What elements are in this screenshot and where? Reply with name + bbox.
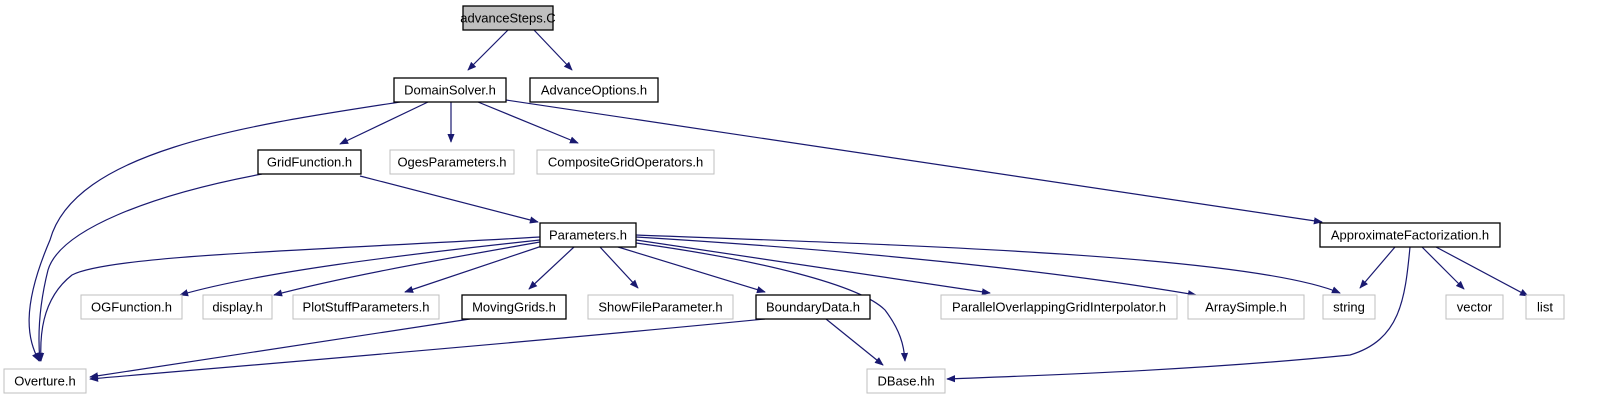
- node-CompositeGridOperators: CompositeGridOperators.h: [536, 149, 715, 175]
- node-box-OgesParameters: [389, 149, 515, 175]
- edge-ApproximateFactorization-to-string: [1359, 246, 1396, 289]
- edge-Parameters-to-string: [635, 234, 1341, 294]
- node-label-list: list: [1537, 300, 1553, 315]
- edge-Parameters-to-Overture: [37, 236, 541, 362]
- node-box-GridFunction: [257, 149, 362, 175]
- node-box-vector: [1445, 294, 1504, 320]
- node-label-ShowFileParameter: ShowFileParameter.h: [598, 300, 722, 315]
- node-OGFunction: OGFunction.h: [80, 294, 183, 320]
- edge-Parameters-to-display: [273, 241, 541, 297]
- node-label-AdvanceOptions: AdvanceOptions.h: [541, 83, 647, 98]
- node-box-PlotStuffParameters: [292, 294, 440, 320]
- node-label-CompositeGridOperators: CompositeGridOperators.h: [548, 155, 703, 170]
- edges-layer: [28, 29, 1529, 383]
- node-label-vector: vector: [1457, 300, 1493, 315]
- edge-DomainSolver-to-ApproximateFactorization: [505, 99, 1323, 225]
- edge-ApproximateFactorization-to-DBase: [946, 246, 1411, 383]
- node-DBase: DBase.hh: [866, 368, 946, 394]
- node-box-Parameters: [539, 222, 637, 248]
- node-label-OgesParameters: OgesParameters.h: [397, 155, 506, 170]
- node-DomainSolver[interactable]: DomainSolver.h: [393, 77, 507, 103]
- node-ArraySimple: ArraySimple.h: [1187, 294, 1305, 320]
- node-PlotStuffParameters: PlotStuffParameters.h: [292, 294, 440, 320]
- edge-DomainSolver-to-CompositeGridOperators: [477, 101, 579, 144]
- node-box-MovingGrids: [461, 294, 567, 320]
- node-ParallelOverlapping: ParallelOverlappingGridInterpolator.h: [940, 294, 1178, 320]
- edge-Parameters-to-ShowFileParameter: [599, 246, 639, 289]
- node-label-advanceSteps: advanceSteps.C: [460, 11, 555, 26]
- edge-ApproximateFactorization-to-list: [1435, 246, 1529, 297]
- node-label-PlotStuffParameters: PlotStuffParameters.h: [303, 300, 430, 315]
- node-list: list: [1525, 294, 1565, 320]
- node-box-list: [1525, 294, 1565, 320]
- node-label-GridFunction: GridFunction.h: [267, 155, 352, 170]
- node-ShowFileParameter: ShowFileParameter.h: [587, 294, 734, 320]
- edge-advanceSteps-to-DomainSolver: [467, 29, 509, 71]
- node-GridFunction[interactable]: GridFunction.h: [257, 149, 362, 175]
- node-label-OGFunction: OGFunction.h: [91, 300, 172, 315]
- node-display: display.h: [202, 294, 273, 320]
- node-ApproximateFactorization[interactable]: ApproximateFactorization.h: [1319, 222, 1501, 248]
- node-OgesParameters: OgesParameters.h: [389, 149, 515, 175]
- edge-GridFunction-to-Overture: [35, 173, 263, 362]
- node-box-BoundaryData: [755, 294, 871, 320]
- node-box-advanceSteps: [462, 5, 554, 31]
- edge-Parameters-to-BoundaryData: [617, 246, 766, 294]
- node-box-ParallelOverlapping: [940, 294, 1178, 320]
- node-box-ApproximateFactorization: [1319, 222, 1501, 248]
- edge-ApproximateFactorization-to-vector: [1421, 246, 1465, 290]
- node-box-DomainSolver: [393, 77, 507, 103]
- edge-DomainSolver-to-GridFunction: [339, 101, 429, 145]
- node-BoundaryData[interactable]: BoundaryData.h: [755, 294, 871, 320]
- edge-Parameters-to-ParallelOverlapping: [635, 239, 991, 296]
- node-label-display: display.h: [212, 300, 262, 315]
- edge-MovingGrids-to-Overture: [89, 318, 471, 380]
- node-MovingGrids[interactable]: MovingGrids.h: [461, 294, 567, 320]
- node-Overture: Overture.h: [3, 368, 87, 394]
- node-box-string: [1322, 294, 1376, 320]
- node-box-Overture: [3, 368, 87, 394]
- node-box-DBase: [866, 368, 946, 394]
- node-label-string: string: [1333, 300, 1365, 315]
- edge-advanceSteps-to-AdvanceOptions: [533, 29, 573, 71]
- node-Parameters[interactable]: Parameters.h: [539, 222, 637, 248]
- node-box-display: [202, 294, 273, 320]
- edge-BoundaryData-to-DBase: [825, 318, 884, 366]
- node-box-OGFunction: [80, 294, 183, 320]
- node-label-BoundaryData: BoundaryData.h: [766, 300, 860, 315]
- node-label-ArraySimple: ArraySimple.h: [1205, 300, 1287, 315]
- edge-DomainSolver-to-Overture: [28, 101, 401, 362]
- edge-Parameters-to-ArraySimple: [635, 236, 1197, 298]
- node-vector: vector: [1445, 294, 1504, 320]
- node-label-Parameters: Parameters.h: [549, 228, 627, 243]
- edge-BoundaryData-to-Overture: [89, 318, 766, 382]
- nodes-layer: advanceSteps.C DomainSolver.h AdvanceOptio…: [3, 5, 1565, 394]
- edge-GridFunction-to-Parameters: [359, 175, 539, 224]
- node-box-CompositeGridOperators: [536, 149, 715, 175]
- node-box-AdvanceOptions: [529, 77, 659, 103]
- node-label-DomainSolver: DomainSolver.h: [404, 83, 496, 98]
- node-string: string: [1322, 294, 1376, 320]
- node-label-ParallelOverlapping: ParallelOverlappingGridInterpolator.h: [952, 300, 1166, 315]
- node-box-ShowFileParameter: [587, 294, 734, 320]
- edge-Parameters-to-MovingGrids: [528, 246, 575, 290]
- node-box-ArraySimple: [1187, 294, 1305, 320]
- node-advanceSteps[interactable]: advanceSteps.C: [460, 5, 556, 31]
- node-label-DBase: DBase.hh: [877, 374, 934, 389]
- node-label-MovingGrids: MovingGrids.h: [472, 300, 556, 315]
- node-AdvanceOptions[interactable]: AdvanceOptions.h: [529, 77, 659, 103]
- node-label-ApproximateFactorization: ApproximateFactorization.h: [1331, 228, 1489, 243]
- edge-Parameters-to-PlotStuffParameters: [404, 244, 546, 293]
- edge-Parameters-to-OGFunction: [179, 239, 541, 297]
- node-label-Overture: Overture.h: [14, 374, 75, 389]
